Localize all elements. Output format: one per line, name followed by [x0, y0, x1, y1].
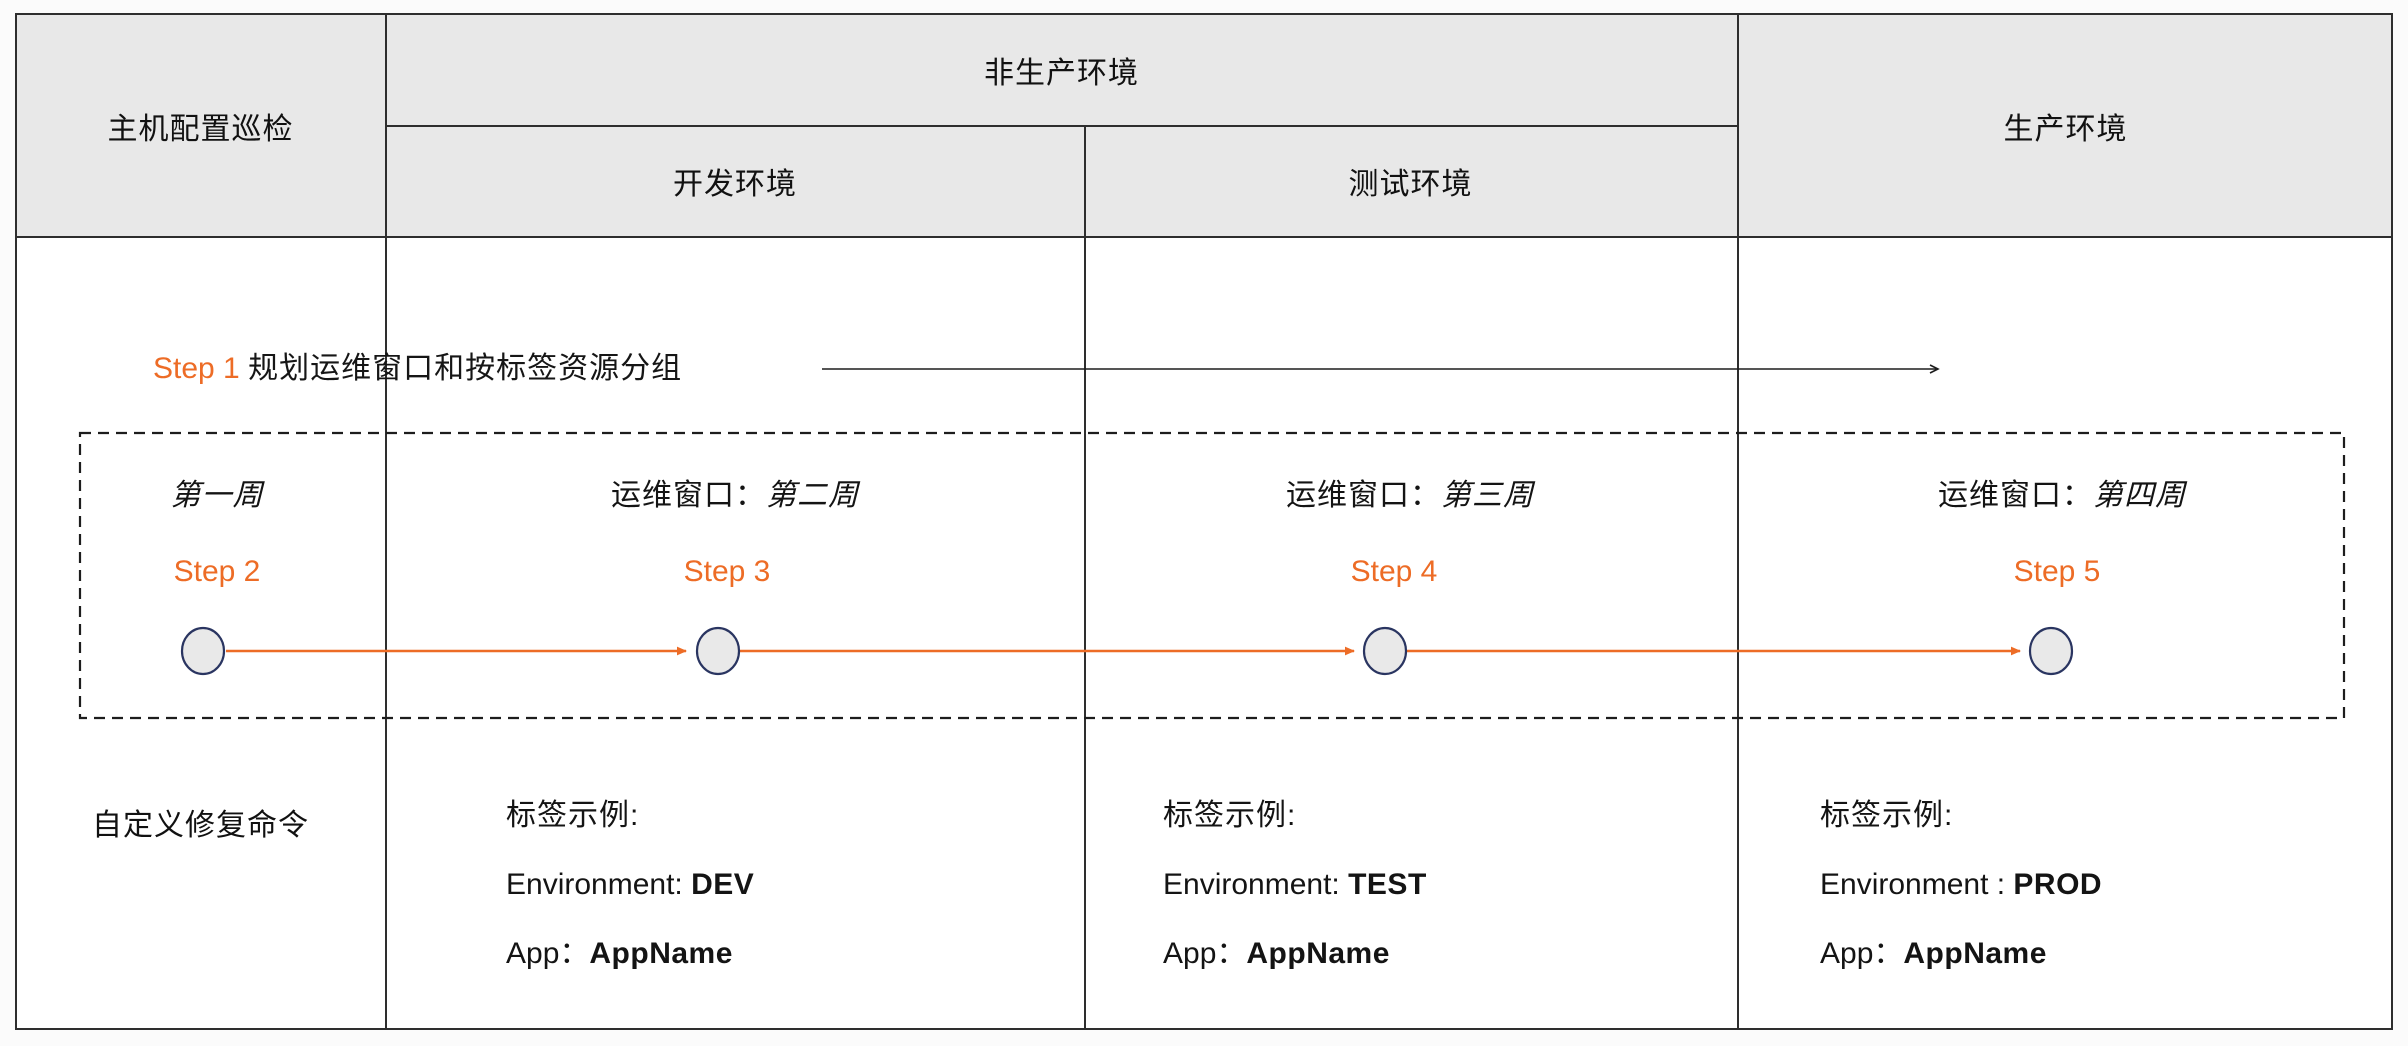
week-label-dev: 运维窗口：第二周 [535, 476, 935, 516]
env-value: PROD [2013, 868, 2103, 901]
app-value: AppName [589, 937, 733, 970]
week-label-prod: 运维窗口：第四周 [1862, 476, 2262, 516]
tag-example-app: App：AppName [506, 936, 754, 972]
week-label-host: 第一周 [67, 476, 367, 516]
header-dev-env: 开发环境 [386, 126, 1084, 236]
header-dev-env-label: 开发环境 [673, 168, 797, 201]
week-name: 第四周 [2093, 479, 2186, 512]
tag-example-title: 标签示例: [1820, 799, 1954, 832]
app-value: AppName [1246, 937, 1390, 970]
tag-example-environment: Environment: TEST [1163, 867, 1427, 903]
app-value: AppName [1903, 937, 2047, 970]
week-prefix: 运维窗口： [1286, 479, 1441, 512]
app-label: App： [1820, 937, 1904, 970]
tag-example-dev: 标签示例: Environment: DEV App：AppName [506, 798, 754, 1005]
week-name: 第一周 [170, 479, 264, 512]
column-divider-dev-test [1084, 126, 1086, 1030]
header-prod-env: 生产环境 [1737, 13, 2394, 238]
env-label: Environment: [1163, 868, 1349, 901]
tag-example-environment: Environment: DEV [506, 867, 754, 903]
header-non-prod: 非生产环境 [386, 13, 1737, 126]
week-name: 第二周 [766, 479, 859, 512]
maintenance-window-dashed-box [78, 431, 2346, 720]
env-value: TEST [1348, 868, 1427, 901]
step4-node [1362, 626, 1408, 676]
app-label: App： [1163, 937, 1247, 970]
tag-example-environment: Environment : PROD [1820, 867, 2102, 903]
step3-node [695, 626, 741, 676]
tag-example-app: App：AppName [1163, 936, 1427, 972]
step5-label: Step 5 [2013, 555, 2101, 588]
step1-caption: Step 1 规划运维窗口和按标签资源分组 [153, 350, 682, 388]
header-test-env-label: 测试环境 [1348, 168, 1473, 201]
header-test-env: 测试环境 [1084, 126, 1737, 236]
env-label: Environment: [506, 868, 692, 901]
custom-repair-command-label: 自定义修复命令 [92, 809, 309, 842]
header-prod-env-label: 生产环境 [2003, 112, 2128, 146]
week-prefix: 运维窗口： [611, 479, 766, 512]
header-host-inspection: 主机配置巡检 [15, 13, 386, 238]
week-prefix: 运维窗口： [1938, 479, 2093, 512]
tag-example-title: 标签示例: [506, 799, 640, 832]
step3-label: Step 3 [683, 555, 771, 588]
column-divider-test-prod [1737, 13, 1739, 1030]
week-name: 第三周 [1441, 479, 1534, 512]
app-label: App： [506, 937, 590, 970]
step2-label: Step 2 [173, 555, 261, 588]
tag-example-test: 标签示例: Environment: TEST App：AppName [1163, 798, 1427, 1005]
tag-example-title: 标签示例: [1163, 799, 1297, 832]
header-non-prod-label: 非生产环境 [984, 56, 1139, 90]
step2-node [180, 626, 226, 676]
non-prod-subheader-divider [386, 125, 1737, 127]
header-bottom-border [15, 236, 2393, 238]
header-host-inspection-label: 主机配置巡检 [107, 112, 294, 146]
tag-example-app: App：AppName [1820, 936, 2102, 972]
step5-node [2028, 626, 2074, 676]
week-label-test: 运维窗口：第三周 [1210, 476, 1610, 516]
tag-example-prod: 标签示例: Environment : PROD App：AppName [1820, 798, 2102, 1005]
step1-text: 规划运维窗口和按标签资源分组 [248, 352, 683, 385]
step4-label: Step 4 [1350, 555, 1438, 588]
env-label: Environment : [1820, 868, 2014, 901]
column-divider-host [385, 13, 387, 1030]
step1-label: Step 1 [153, 352, 240, 385]
env-value: DEV [691, 868, 755, 901]
